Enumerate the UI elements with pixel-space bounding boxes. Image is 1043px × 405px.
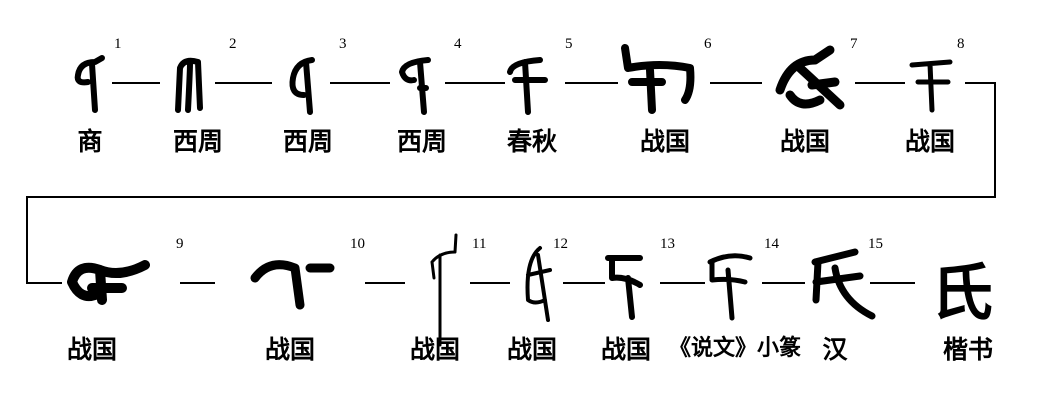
stage-number: 8	[957, 36, 965, 52]
period-label: 战国	[639, 127, 691, 156]
glyph-9	[67, 260, 150, 305]
stage-number: 5	[565, 36, 573, 52]
stage-number: 15	[868, 236, 883, 252]
period-label: 商	[77, 127, 103, 156]
stage-number: 13	[660, 236, 675, 252]
period-label: 西周	[282, 127, 334, 156]
period-label: 《说文》小篆	[668, 335, 802, 361]
glyph-1	[74, 55, 105, 113]
period-label: 战国	[779, 127, 831, 156]
glyph-3	[289, 57, 315, 115]
period-label: 战国	[409, 335, 461, 364]
glyph-6	[621, 44, 695, 114]
glyph-2	[175, 57, 203, 113]
stage-number: 14	[764, 236, 779, 252]
stage-number: 12	[553, 236, 568, 252]
period-label: 战国	[904, 127, 956, 156]
stage-number: 7	[850, 36, 858, 52]
stage-number: 4	[454, 36, 462, 52]
period-label: 西周	[396, 127, 448, 156]
glyph-14	[707, 253, 753, 321]
glyph-7	[775, 45, 845, 110]
stage-number: 11	[472, 236, 487, 252]
row-wrap-connector	[26, 82, 996, 284]
period-label: 战国	[264, 335, 316, 364]
kaishu-character: 氏	[930, 256, 994, 329]
glyph-12	[525, 246, 552, 322]
period-label: 战国	[506, 335, 558, 364]
period-label: 西周	[172, 127, 224, 156]
period-label: 战国	[66, 335, 118, 364]
period-label: 楷书	[942, 335, 994, 364]
glyph-15	[811, 248, 876, 320]
stage-number: 6	[704, 36, 712, 52]
period-label: 汉	[822, 335, 848, 364]
glyph-11	[430, 233, 458, 347]
stage-number: 9	[176, 236, 184, 252]
glyph-13	[605, 255, 643, 320]
stage-number: 3	[339, 36, 347, 52]
stage-number: 10	[350, 236, 365, 252]
period-label: 春秋	[506, 127, 558, 156]
glyph-4	[399, 57, 431, 115]
glyph-5	[507, 57, 548, 115]
glyph-8	[909, 59, 953, 113]
glyph-10	[250, 260, 335, 310]
stage-number: 2	[229, 36, 237, 52]
stage-number: 1	[114, 36, 122, 52]
period-label: 战国	[600, 335, 652, 364]
